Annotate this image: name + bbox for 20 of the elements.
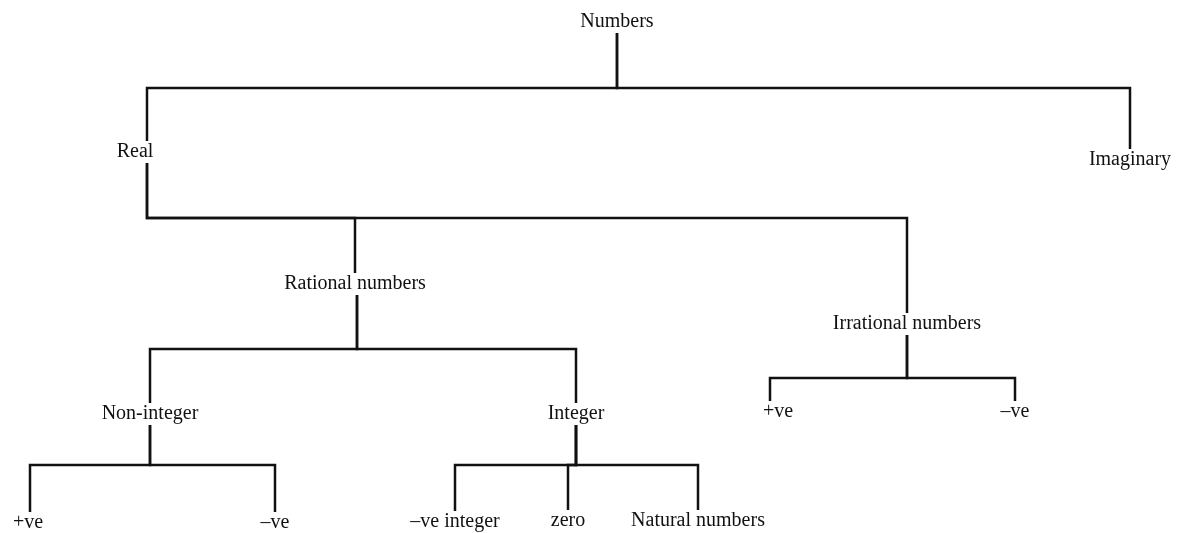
tree-connector [615,33,1132,149]
category-label: –ve integer [410,509,500,531]
category-label: Irrational numbers [832,311,982,333]
tree-connector [148,425,277,512]
category-label: zero [550,508,586,530]
category-label: –ve [1000,399,1030,421]
tree-connector [355,295,578,403]
tree-connector [145,163,909,313]
category-label: Natural numbers [631,508,765,530]
category-label: +ve [12,510,44,532]
tree-connector [905,335,1017,401]
tree-connector [574,425,700,510]
category-label: +ve [762,399,794,421]
category-label: Real [116,139,154,161]
category-label: Non-integer [101,401,199,423]
category-label: Imaginary [1088,147,1172,169]
category-label: Numbers [580,9,654,31]
category-label: Rational numbers [284,271,426,293]
category-label: Integer [547,401,605,423]
category-label: –ve [260,510,290,532]
